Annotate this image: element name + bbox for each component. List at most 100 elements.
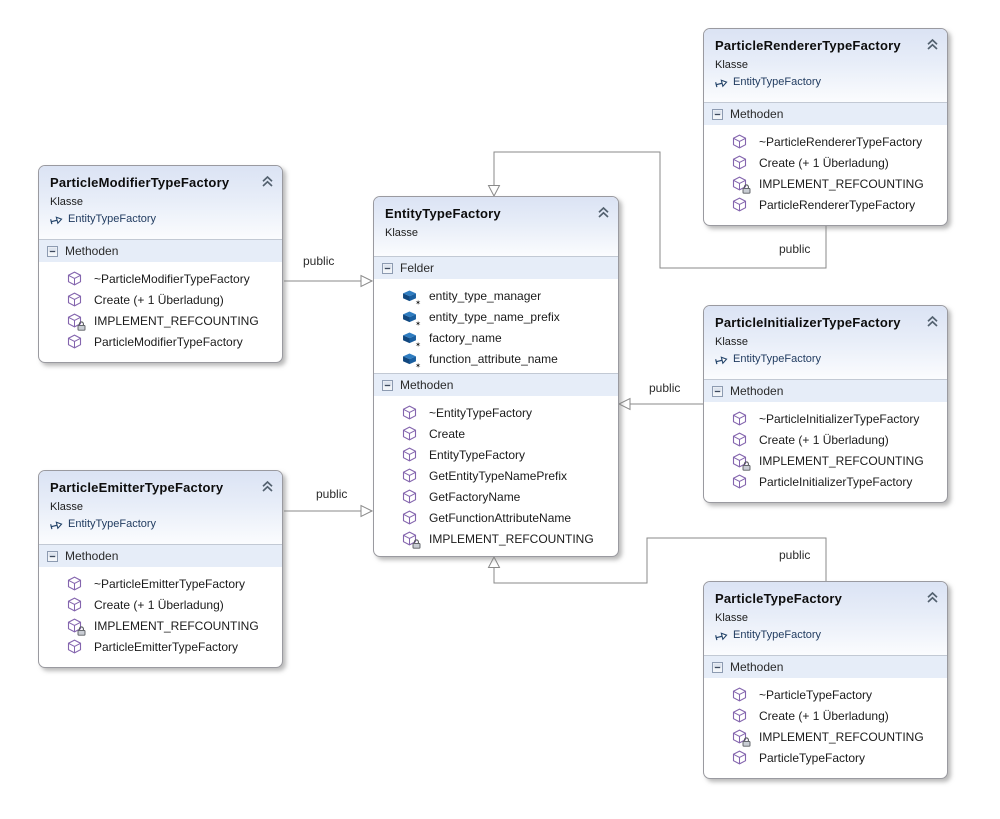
section-label: Methoden [730,660,784,674]
class-box-particlerenderertypefactory[interactable]: ParticleRendererTypeFactory Klasse Entit… [703,28,948,226]
class-box-particletypefactory[interactable]: ParticleTypeFactory Klasse EntityTypeFac… [703,581,948,779]
member-label: GetFactoryName [429,489,521,504]
member-label: IMPLEMENT_REFCOUNTING [94,618,259,633]
method-icon [402,489,417,504]
collapse-minus-icon [712,386,723,397]
member-label: ParticleEmitterTypeFactory [94,639,239,654]
member-row[interactable]: IMPLEMENT_REFCOUNTING [704,450,947,471]
member-row[interactable]: ~ParticleInitializerTypeFactory [704,408,947,429]
connector-access-label: public [777,548,813,562]
base-class-link[interactable]: EntityTypeFactory [50,517,274,531]
method-icon [402,426,417,441]
member-row[interactable]: ✶ function_attribute_name [374,348,618,370]
member-row[interactable]: GetFunctionAttributeName [374,507,618,528]
member-label: ~ParticleRendererTypeFactory [759,134,923,149]
collapse-chevron-icon[interactable] [926,591,939,609]
member-label: IMPLEMENT_REFCOUNTING [759,729,924,744]
class-kind-label: Klasse [50,501,84,513]
section-methoden[interactable]: Methoden [704,379,947,402]
collapse-chevron-icon[interactable] [261,480,274,498]
member-row[interactable]: IMPLEMENT_REFCOUNTING [39,310,282,331]
member-row[interactable]: IMPLEMENT_REFCOUNTING [374,528,618,549]
section-felder[interactable]: Felder [374,256,618,279]
field-icon: ✶ [402,309,421,328]
method-icon [67,292,82,307]
member-label: entity_type_manager [429,288,542,303]
class-title: ParticleTypeFactory [715,591,843,606]
connector-access-label: public [777,242,813,256]
member-row[interactable]: ParticleModifierTypeFactory [39,331,282,352]
connector-access-label: public [301,254,337,268]
base-class-link[interactable]: EntityTypeFactory [715,352,939,366]
base-class-link[interactable]: EntityTypeFactory [715,75,939,89]
class-box-particleemittertypefactory[interactable]: ParticleEmitterTypeFactory Klasse Entity… [38,470,283,668]
member-row[interactable]: GetFactoryName [374,486,618,507]
collapse-chevron-icon[interactable] [926,315,939,333]
member-row[interactable]: ParticleEmitterTypeFactory [39,636,282,657]
member-label: Create (+ 1 Überladung) [94,597,224,612]
base-class-link[interactable]: EntityTypeFactory [50,212,274,226]
member-row[interactable]: Create (+ 1 Überladung) [39,594,282,615]
member-row[interactable]: ~ParticleRendererTypeFactory [704,131,947,152]
method-icon [732,155,747,170]
member-row[interactable]: Create (+ 1 Überladung) [704,705,947,726]
section-methoden[interactable]: Methoden [374,373,618,396]
member-list: ~ParticleModifierTypeFactory Create (+ 1… [39,262,282,362]
member-row[interactable]: IMPLEMENT_REFCOUNTING [704,173,947,194]
collapse-chevron-icon[interactable] [597,206,610,224]
inheritance-connector-renderer[interactable] [493,151,827,269]
base-class-name: EntityTypeFactory [68,213,157,225]
member-row[interactable]: ~ParticleTypeFactory [704,684,947,705]
method-icon [732,411,747,426]
member-label: Create (+ 1 Überladung) [759,432,889,447]
member-row[interactable]: ✶ factory_name [374,327,618,349]
lock-icon [412,539,421,549]
lock-icon [77,321,86,331]
member-row[interactable]: GetEntityTypeNamePrefix [374,465,618,486]
class-kind-label: Klasse [715,59,749,71]
base-class-link[interactable]: EntityTypeFactory [715,628,939,642]
section-label: Methoden [730,384,784,398]
method-icon [732,176,747,191]
member-label: IMPLEMENT_REFCOUNTING [759,176,924,191]
class-box-particleinitializertypefactory[interactable]: ParticleInitializerTypeFactory Klasse En… [703,305,948,503]
class-header: ParticleModifierTypeFactory Klasse Entit… [39,166,282,239]
star-icon: ✶ [415,321,421,328]
member-row[interactable]: ~ParticleModifierTypeFactory [39,268,282,289]
member-label: IMPLEMENT_REFCOUNTING [759,453,924,468]
member-row[interactable]: IMPLEMENT_REFCOUNTING [704,726,947,747]
section-methoden[interactable]: Methoden [39,239,282,262]
member-row[interactable]: ParticleRendererTypeFactory [704,194,947,215]
class-kind-label: Klasse [715,336,749,348]
method-icon [67,618,82,633]
member-row[interactable]: ~ParticleEmitterTypeFactory [39,573,282,594]
class-box-entitytypefactory[interactable]: EntityTypeFactory Klasse Felder ✶ entity… [373,196,619,557]
class-kind-label: Klasse [385,227,419,239]
class-box-particlemodifiertypefactory[interactable]: ParticleModifierTypeFactory Klasse Entit… [38,165,283,363]
member-row[interactable]: IMPLEMENT_REFCOUNTING [39,615,282,636]
collapse-chevron-icon[interactable] [926,38,939,56]
section-methoden[interactable]: Methoden [704,655,947,678]
member-row[interactable]: Create (+ 1 Überladung) [704,152,947,173]
member-row[interactable]: Create [374,423,618,444]
field-list: ✶ entity_type_manager ✶ entity_type_name… [374,279,618,373]
member-list: ~ParticleRendererTypeFactory Create (+ 1… [704,125,947,225]
inheritance-connector-particle[interactable] [493,537,827,584]
member-row[interactable]: Create (+ 1 Überladung) [39,289,282,310]
member-label: GetFunctionAttributeName [429,510,572,525]
collapse-minus-icon [712,109,723,120]
collapse-chevron-icon[interactable] [261,175,274,193]
member-label: ParticleTypeFactory [759,750,866,765]
member-row[interactable]: ParticleInitializerTypeFactory [704,471,947,492]
member-row[interactable]: ✶ entity_type_name_prefix [374,306,618,328]
section-methoden[interactable]: Methoden [39,544,282,567]
member-label: ParticleRendererTypeFactory [759,197,916,212]
section-methoden[interactable]: Methoden [704,102,947,125]
member-row[interactable]: EntityTypeFactory [374,444,618,465]
member-row[interactable]: ParticleTypeFactory [704,747,947,768]
collapse-minus-icon [382,380,393,391]
member-row[interactable]: Create (+ 1 Überladung) [704,429,947,450]
member-row[interactable]: ~EntityTypeFactory [374,402,618,423]
method-icon [732,197,747,212]
member-row[interactable]: ✶ entity_type_manager [374,285,618,307]
